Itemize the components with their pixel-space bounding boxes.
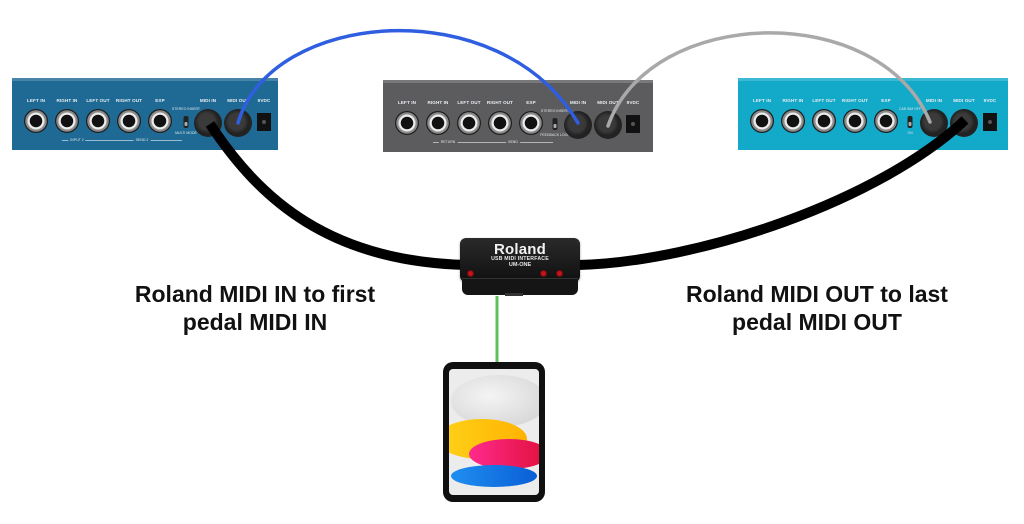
audio-jack [55, 109, 79, 133]
midi-in-label: MIDI IN [569, 100, 587, 105]
switch-label-bottom: MULTI MODE [175, 131, 197, 135]
audio-jack [86, 109, 110, 133]
switch-label-top: STEREO INSERT [171, 107, 201, 111]
midi-in-label: MIDI IN [199, 98, 217, 103]
power-label: 9VDC [257, 98, 271, 103]
caption-midi-out: Roland MIDI OUT to last pedal MIDI OUT [662, 280, 972, 336]
jack-label: EXP [526, 100, 536, 105]
power-label: 9VDC [626, 100, 640, 105]
pedal-edge [12, 78, 278, 81]
audio-jack [843, 109, 867, 133]
caption-line: Roland MIDI OUT to last [686, 281, 948, 307]
caption-line: Roland MIDI IN to first [134, 281, 376, 307]
led-indicator [540, 270, 547, 277]
group-label: SEND 2 [133, 138, 151, 142]
caption-midi-in: Roland MIDI IN to first pedal MIDI IN [100, 280, 410, 336]
power-jack [257, 113, 271, 131]
caption-line: pedal MIDI OUT [732, 309, 902, 335]
audio-jack [117, 109, 141, 133]
jack-label: LEFT IN [26, 98, 46, 103]
pedal-edge [738, 78, 1008, 81]
audio-jack [148, 109, 172, 133]
jack-label: RIGHT IN [427, 100, 449, 105]
roland-um-one-interface: Roland USB MIDI INTERFACE UM-ONE [460, 238, 582, 296]
ipad-device [443, 362, 545, 502]
power-jack [983, 113, 997, 131]
switch-label-top: STEREO INSERT [540, 109, 570, 113]
midi-cable-blue [236, 28, 580, 125]
jack-label: LEFT OUT [457, 100, 481, 105]
led-indicator [556, 270, 563, 277]
audio-jack [812, 109, 836, 133]
pedal-last: LEFT IN RIGHT IN LEFT OUT RIGHT OUT EXP CAB S… [738, 78, 1008, 150]
jack-label: EXP [155, 98, 165, 103]
jack-label: RIGHT IN [782, 98, 804, 103]
group-label: INPUT 2 [68, 138, 86, 142]
pedal-middle: LEFT IN RIGHT IN LEFT OUT RIGHT OUT EXP STERE… [383, 80, 653, 152]
jack-label: LEFT IN [397, 100, 417, 105]
ipad-screen [449, 369, 539, 495]
jack-label: LEFT IN [752, 98, 772, 103]
audio-jack [750, 109, 774, 133]
wallpaper-gray [451, 375, 539, 427]
toggle-switch[interactable] [907, 116, 913, 128]
interface-model: UM-ONE [508, 262, 532, 268]
group-bracket-line [62, 140, 182, 141]
midi-cable-out-black [577, 116, 969, 270]
jack-label: RIGHT IN [56, 98, 78, 103]
jack-label: RIGHT OUT [486, 100, 514, 105]
interface-brand: Roland [493, 241, 547, 258]
interface-subtitle: USB MIDI INTERFACE [491, 256, 549, 262]
audio-jack [874, 109, 898, 133]
pedal-first: LEFT IN RIGHT IN LEFT OUT RIGHT OUT EXP STERE… [12, 78, 278, 150]
wallpaper-pink [469, 439, 539, 469]
midi-in-port [564, 111, 592, 139]
interface-base [462, 278, 578, 295]
pedal-edge [383, 80, 653, 83]
midi-in-label: MIDI IN [925, 98, 943, 103]
audio-jack [24, 109, 48, 133]
group-bracket-line [433, 142, 553, 143]
audio-jack [395, 111, 419, 135]
midi-out-label: MIDI OUT [953, 98, 975, 103]
jack-label: LEFT OUT [812, 98, 836, 103]
power-label: 9VDC [983, 98, 997, 103]
group-label: SEND [506, 140, 520, 144]
midi-out-label: MIDI OUT [227, 98, 249, 103]
switch-label-bottom: FEEDBACK LOOP [540, 133, 570, 137]
wallpaper-blue [451, 465, 537, 487]
toggle-switch[interactable] [552, 118, 558, 130]
switch-label-top: CAB SIM OFF [898, 107, 922, 111]
audio-jack [457, 111, 481, 135]
power-jack [626, 115, 640, 133]
toggle-switch[interactable] [183, 116, 189, 128]
audio-jack [781, 109, 805, 133]
audio-jack [488, 111, 512, 135]
group-label: RETURN [438, 140, 458, 144]
caption-line: pedal MIDI IN [182, 309, 328, 335]
audio-jack [519, 111, 543, 135]
jack-label: RIGHT OUT [841, 98, 869, 103]
jack-label: RIGHT OUT [115, 98, 143, 103]
led-indicator [467, 270, 474, 277]
jack-label: EXP [881, 98, 891, 103]
jack-label: LEFT OUT [86, 98, 110, 103]
midi-cable-in-black [205, 121, 469, 270]
audio-jack [426, 111, 450, 135]
switch-label-bottom: ON [907, 131, 913, 135]
usb-port [505, 293, 523, 296]
midi-out-label: MIDI OUT [597, 100, 619, 105]
midi-cable-gray [606, 31, 932, 128]
